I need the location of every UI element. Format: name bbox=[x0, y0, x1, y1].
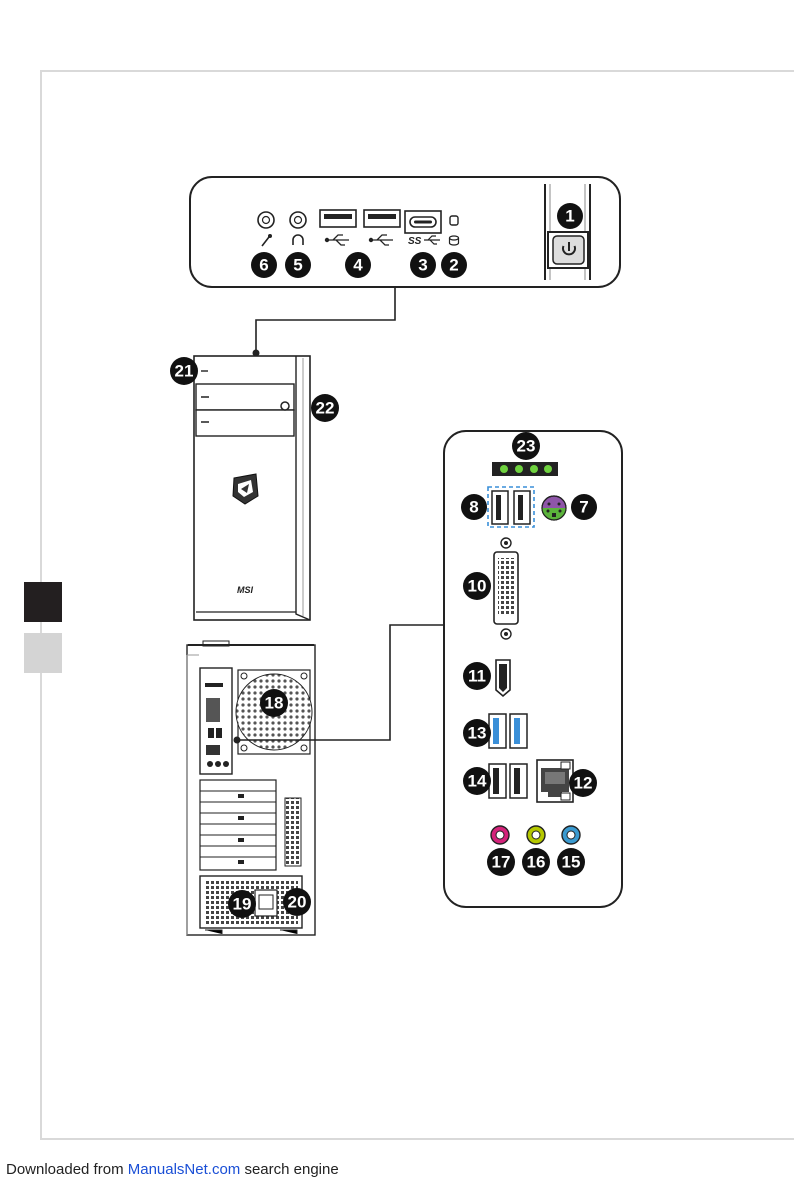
badge-3: 3 bbox=[410, 252, 436, 278]
badge-22: 22 bbox=[311, 394, 339, 422]
leader-line-front-panel bbox=[256, 288, 395, 352]
badge-14: 14 bbox=[463, 767, 491, 795]
svg-text:4: 4 bbox=[353, 256, 363, 275]
svg-text:21: 21 bbox=[175, 362, 194, 381]
usb-port-rear-14a bbox=[489, 764, 506, 798]
footer-link[interactable]: ManualsNet.com bbox=[128, 1161, 241, 1178]
usb3-port-rear-13a bbox=[489, 714, 506, 748]
usb-type-c-port-front bbox=[405, 211, 441, 233]
audio-jack-pink bbox=[491, 826, 509, 844]
svg-text:8: 8 bbox=[469, 498, 478, 517]
svg-text:13: 13 bbox=[468, 724, 487, 743]
dvi-port bbox=[494, 538, 518, 639]
svg-text:3: 3 bbox=[418, 256, 427, 275]
case-logo: MSI bbox=[237, 585, 254, 595]
badge-4: 4 bbox=[345, 252, 371, 278]
badge-18: 18 bbox=[260, 689, 288, 717]
usb3-label: SS bbox=[408, 236, 422, 247]
badge-15: 15 bbox=[557, 848, 585, 876]
badge-6: 6 bbox=[251, 252, 277, 278]
usb-port-front-2 bbox=[364, 210, 400, 227]
svg-text:14: 14 bbox=[468, 772, 487, 791]
svg-text:18: 18 bbox=[265, 694, 284, 713]
svg-text:5: 5 bbox=[293, 256, 302, 275]
badge-1: 1 bbox=[557, 203, 583, 229]
badge-16: 16 bbox=[522, 848, 550, 876]
svg-text:12: 12 bbox=[574, 774, 593, 793]
usb-port-rear-14b bbox=[510, 764, 527, 798]
svg-text:7: 7 bbox=[579, 498, 588, 517]
footer-prefix: Downloaded from bbox=[6, 1161, 128, 1178]
usb-port-front-1 bbox=[320, 210, 356, 227]
footer-text: Downloaded from ManualsNet.com search en… bbox=[6, 1161, 339, 1178]
usb-port-rear-8b bbox=[514, 491, 530, 524]
ps2-port bbox=[542, 496, 566, 520]
lan-port bbox=[537, 760, 573, 802]
svg-text:16: 16 bbox=[527, 853, 546, 872]
svg-text:10: 10 bbox=[468, 577, 487, 596]
svg-text:23: 23 bbox=[517, 437, 536, 456]
svg-text:17: 17 bbox=[492, 853, 511, 872]
badge-21: 21 bbox=[170, 357, 198, 385]
led-strip bbox=[492, 462, 558, 476]
badge-13: 13 bbox=[463, 719, 491, 747]
badge-11: 11 bbox=[463, 662, 491, 690]
badge-2: 2 bbox=[441, 252, 467, 278]
audio-jack-lime bbox=[527, 826, 545, 844]
usb-port-rear-8a bbox=[492, 491, 508, 524]
svg-text:6: 6 bbox=[259, 256, 268, 275]
badge-10: 10 bbox=[463, 572, 491, 600]
badge-7: 7 bbox=[571, 494, 597, 520]
leader-dot bbox=[234, 737, 241, 744]
badge-12: 12 bbox=[569, 769, 597, 797]
footer-suffix: search engine bbox=[240, 1161, 338, 1178]
badge-5: 5 bbox=[285, 252, 311, 278]
hdmi-port bbox=[496, 660, 510, 696]
svg-text:19: 19 bbox=[233, 895, 252, 914]
badge-23: 23 bbox=[512, 432, 540, 460]
audio-jack-blue bbox=[562, 826, 580, 844]
svg-text:20: 20 bbox=[288, 893, 307, 912]
svg-text:11: 11 bbox=[468, 667, 486, 686]
svg-text:2: 2 bbox=[449, 256, 458, 275]
badge-19: 19 bbox=[228, 890, 256, 918]
badge-20: 20 bbox=[283, 888, 311, 916]
svg-text:1: 1 bbox=[565, 207, 574, 226]
badge-8: 8 bbox=[461, 494, 487, 520]
usb3-port-rear-13b bbox=[510, 714, 527, 748]
badge-17: 17 bbox=[487, 848, 515, 876]
svg-text:22: 22 bbox=[316, 399, 335, 418]
svg-text:15: 15 bbox=[562, 853, 581, 872]
